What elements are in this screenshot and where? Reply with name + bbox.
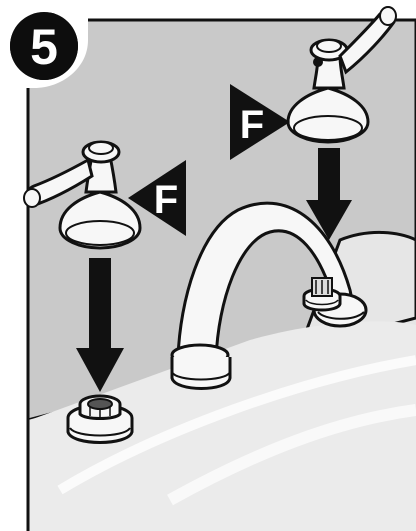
- left-callout-label: F: [154, 178, 178, 222]
- right-callout-label: F: [240, 103, 264, 147]
- step-number: 5: [30, 19, 58, 75]
